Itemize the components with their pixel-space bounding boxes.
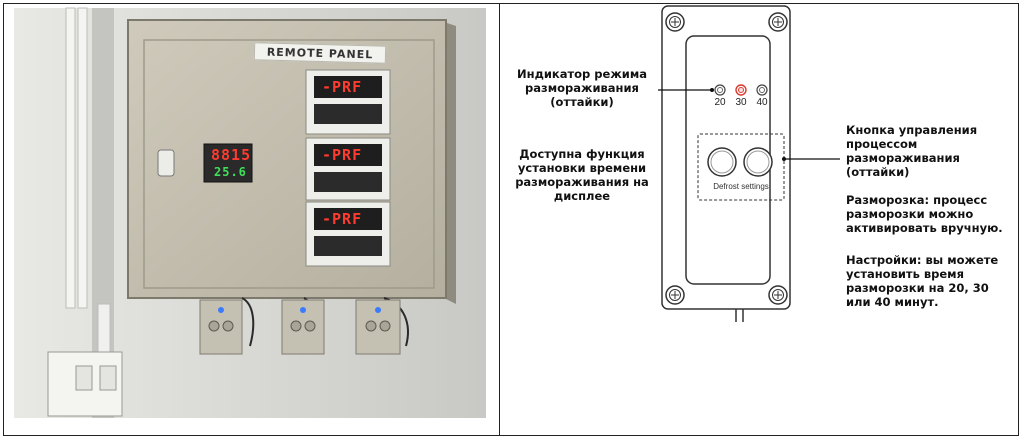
remote-box-2 [281,299,325,355]
remote-box-1 [199,299,243,355]
indicator-label-20: 20 [714,97,726,108]
conduit-pipe [65,7,76,309]
defrost-button[interactable] [707,147,737,177]
settings-button[interactable] [743,147,773,177]
conduit-pipe [77,7,88,309]
cabinet [127,19,447,299]
door-handle [157,149,175,177]
module-1-readout: -PRF [322,78,363,96]
display-annotation: Доступна функция установки времени размо… [515,147,649,203]
screw-icon [665,12,685,32]
indicator-led-40 [756,84,768,96]
module-3-readout: -PRF [322,210,363,228]
button-annotation: Кнопка управления процессом размораживан… [846,123,978,179]
screw-icon [665,285,685,305]
remote-panel-label: REMOTE PANEL [253,42,387,64]
diagram-panel: 20 30 40 Defrost settings Индикатор режи… [500,4,1018,435]
indicator-led-30 [735,84,747,96]
controller-top-readout: 8815 [211,146,252,164]
photo-panel: REMOTE PANEL 8815 25.6 -PRF -PRF -PRF [4,4,500,435]
readout-module-1 [305,69,391,135]
remote-panel-photo [14,7,486,418]
readout-module-3 [305,201,391,267]
screw-icon [768,12,788,32]
indicator-led-20 [714,84,726,96]
defrost-note: Разморозка: процесс разморозки можно акт… [846,193,1003,235]
defrost-settings-caption: Defrost settings [713,182,769,191]
indicator-annotation: Индикатор режима размораживания (оттайки… [517,67,647,109]
settings-note: Настройки: вы можете установить время ра… [846,253,999,309]
readout-module-2 [305,137,391,201]
controller-display [203,143,253,183]
figure-frame: REMOTE PANEL 8815 25.6 -PRF -PRF -PRF [3,3,1019,436]
remote-box-diagram [658,5,840,322]
indicator-label-30: 30 [735,97,747,108]
module-2-readout: -PRF [322,146,363,164]
controller-bottom-readout: 25.6 [214,165,247,179]
screw-icon [768,285,788,305]
defrost-buttons-group [697,133,785,201]
cabinet-door [143,39,435,289]
indicator-label-40: 40 [756,97,768,108]
remote-box-3 [355,299,401,355]
